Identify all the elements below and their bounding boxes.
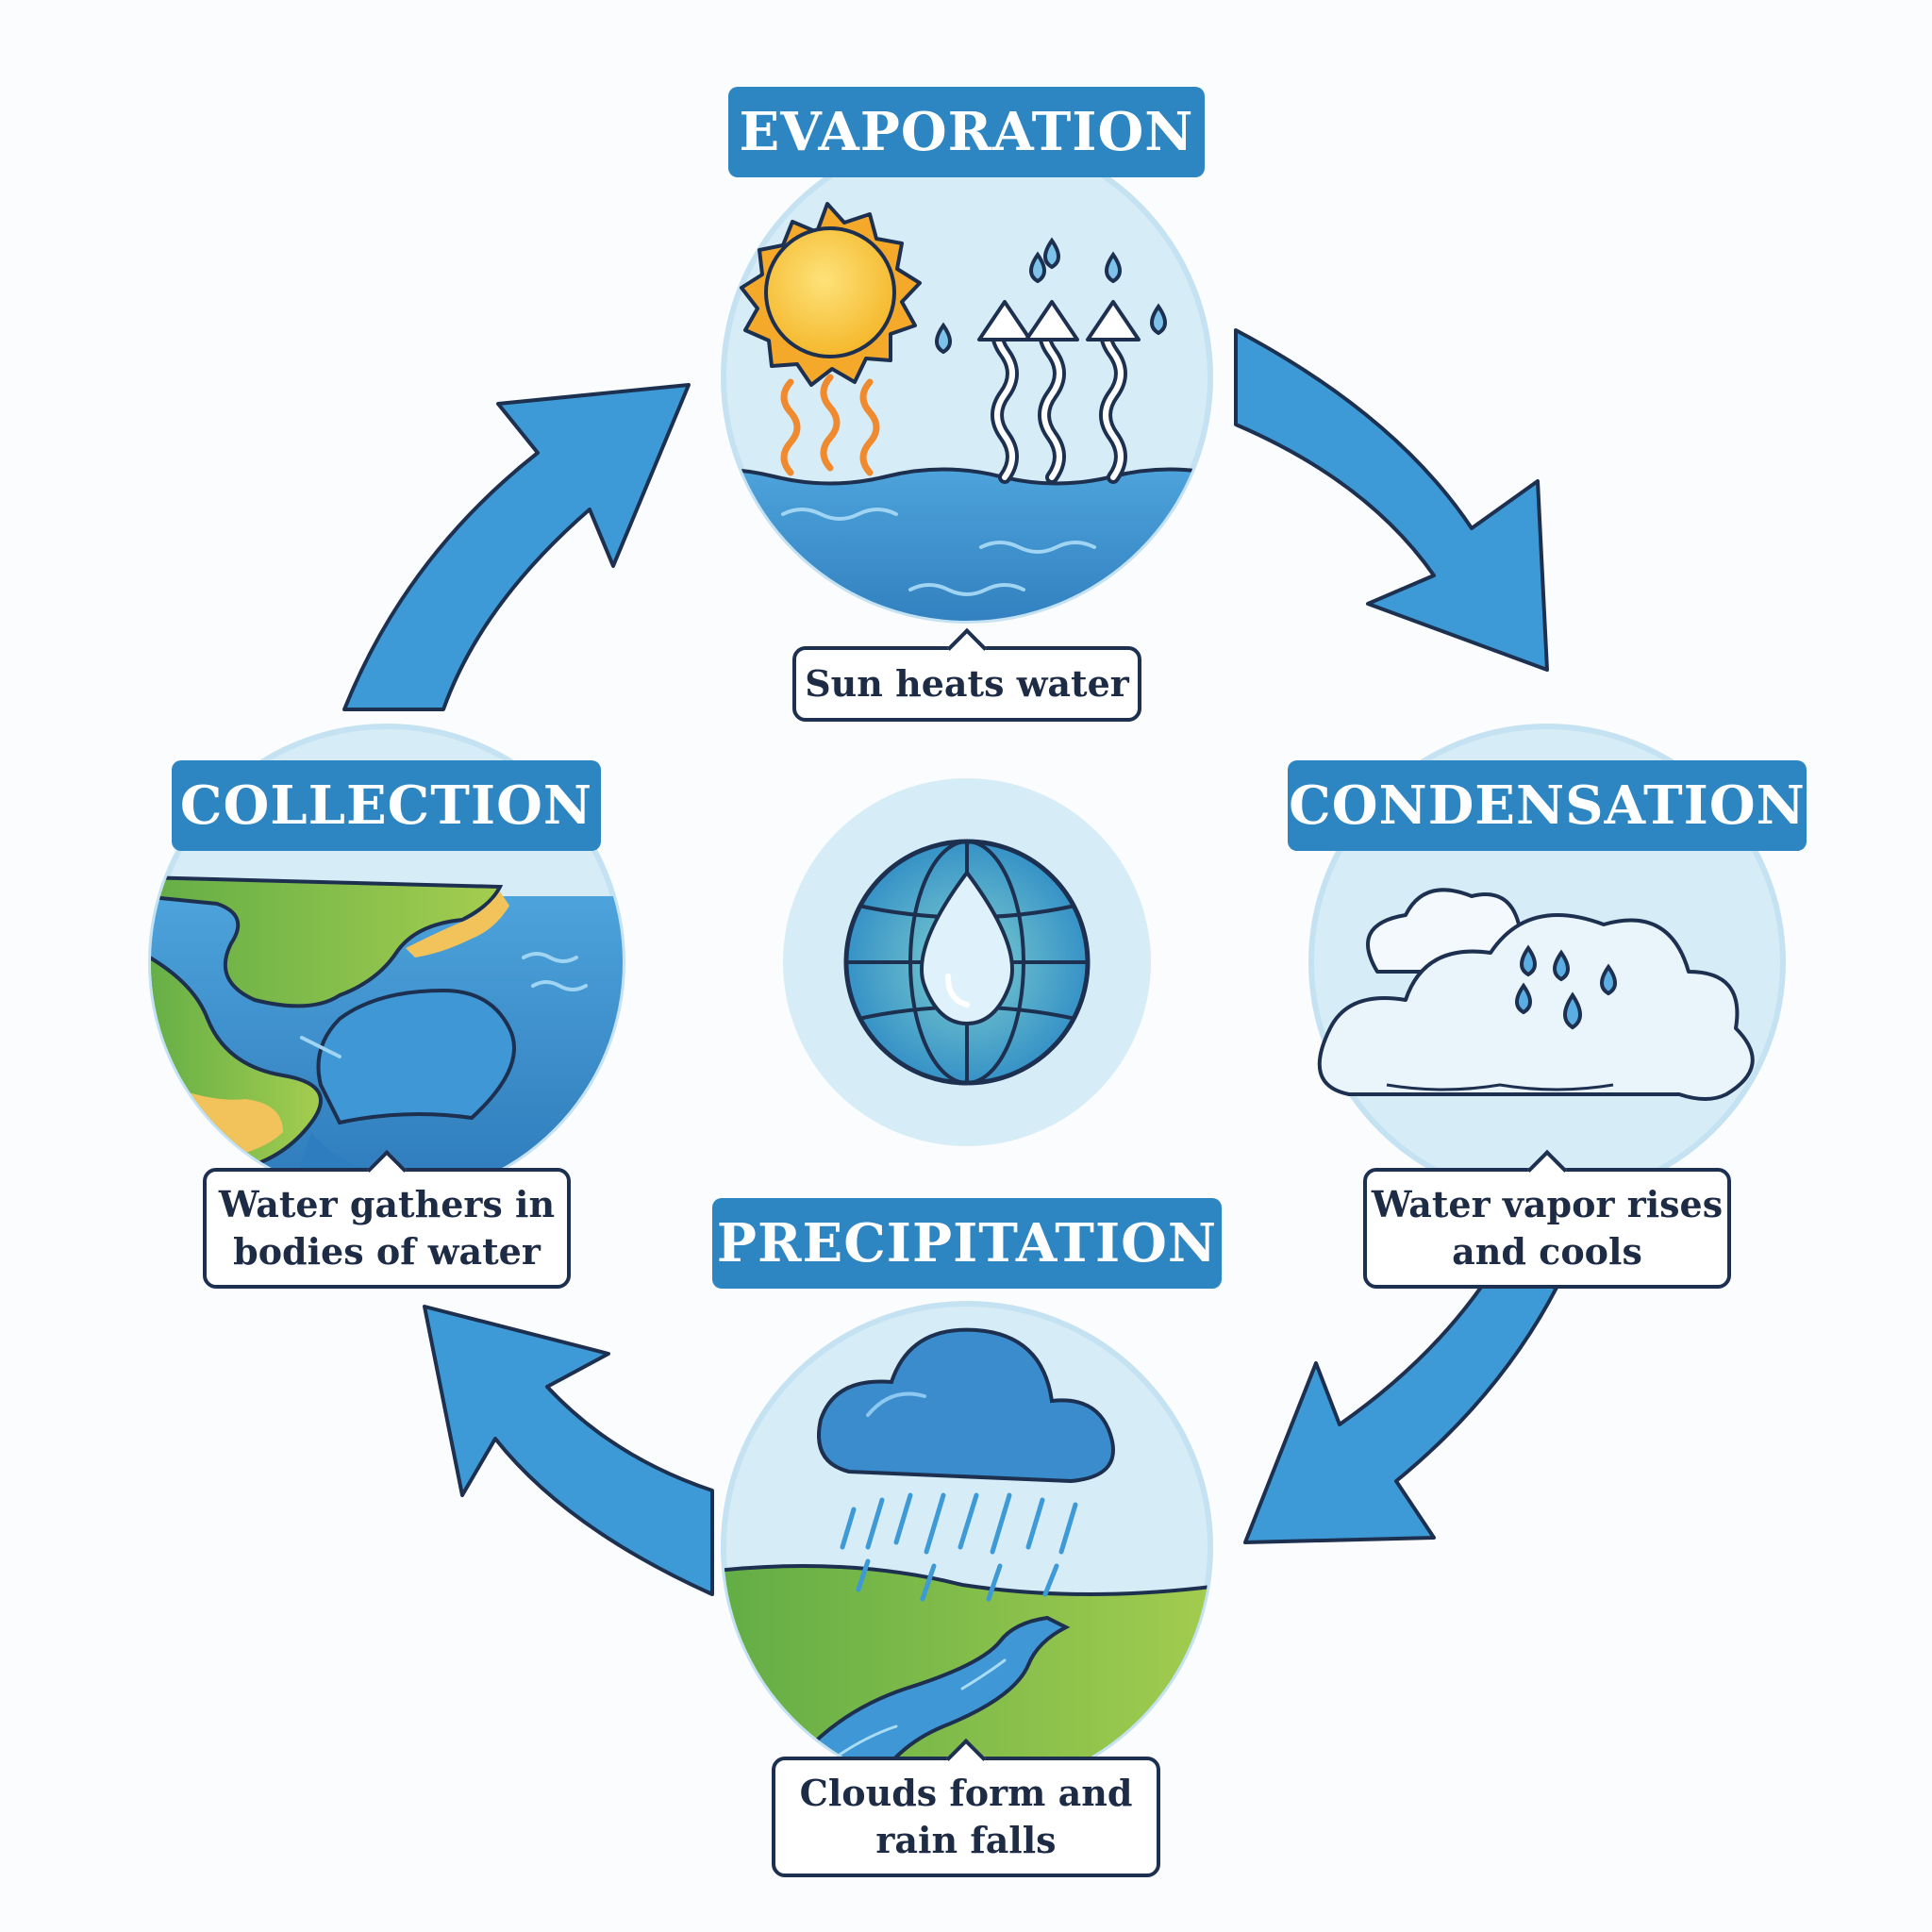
arrow-precipitation-to-collection — [423, 1305, 714, 1596]
precipitation-scene — [721, 1301, 1213, 1793]
precipitation-caption-line-1: Clouds form and — [799, 1772, 1133, 1814]
collection-caption-line-2: bodies of water — [233, 1230, 541, 1273]
evaporation-scene — [721, 131, 1213, 624]
evaporation-title: EVAPORATION — [728, 87, 1205, 177]
condensation-caption: Water vapor rises and cools — [1363, 1149, 1731, 1289]
rain-icon — [840, 1492, 1078, 1602]
rising-vapor-icon — [935, 237, 1167, 484]
cloud-icon — [817, 1327, 1115, 1484]
sun-icon — [740, 202, 922, 387]
arrow-condensation-to-precipitation — [1243, 1272, 1558, 1544]
arrow-evaporation-to-condensation — [1234, 328, 1549, 672]
collection-caption-line-1: Water gathers in — [218, 1183, 556, 1225]
condensation-caption-line-2: and cools — [1452, 1230, 1642, 1273]
collection-title: COLLECTION — [172, 760, 601, 851]
precipitation-caption-line-2: rain falls — [875, 1819, 1057, 1861]
condensation-caption-line-1: Water vapor rises — [1371, 1183, 1724, 1225]
precipitation-caption: Clouds form and rain falls — [772, 1738, 1160, 1877]
heat-waves-icon — [780, 374, 880, 476]
condensation-title: CONDENSATION — [1288, 760, 1807, 851]
evaporation-caption: Sun heats water — [792, 627, 1141, 722]
cycle-arrows — [342, 328, 1558, 1596]
evaporation-caption-text: Sun heats water — [805, 662, 1129, 705]
river-icon — [770, 1615, 1071, 1790]
collection-caption: Water gathers in bodies of water — [203, 1149, 571, 1289]
cloud-icon — [1317, 888, 1755, 1101]
globe-water-drop-icon — [783, 778, 1151, 1146]
arrow-collection-to-evaporation — [342, 383, 691, 711]
precipitation-title: PRECIPITATION — [712, 1198, 1222, 1289]
